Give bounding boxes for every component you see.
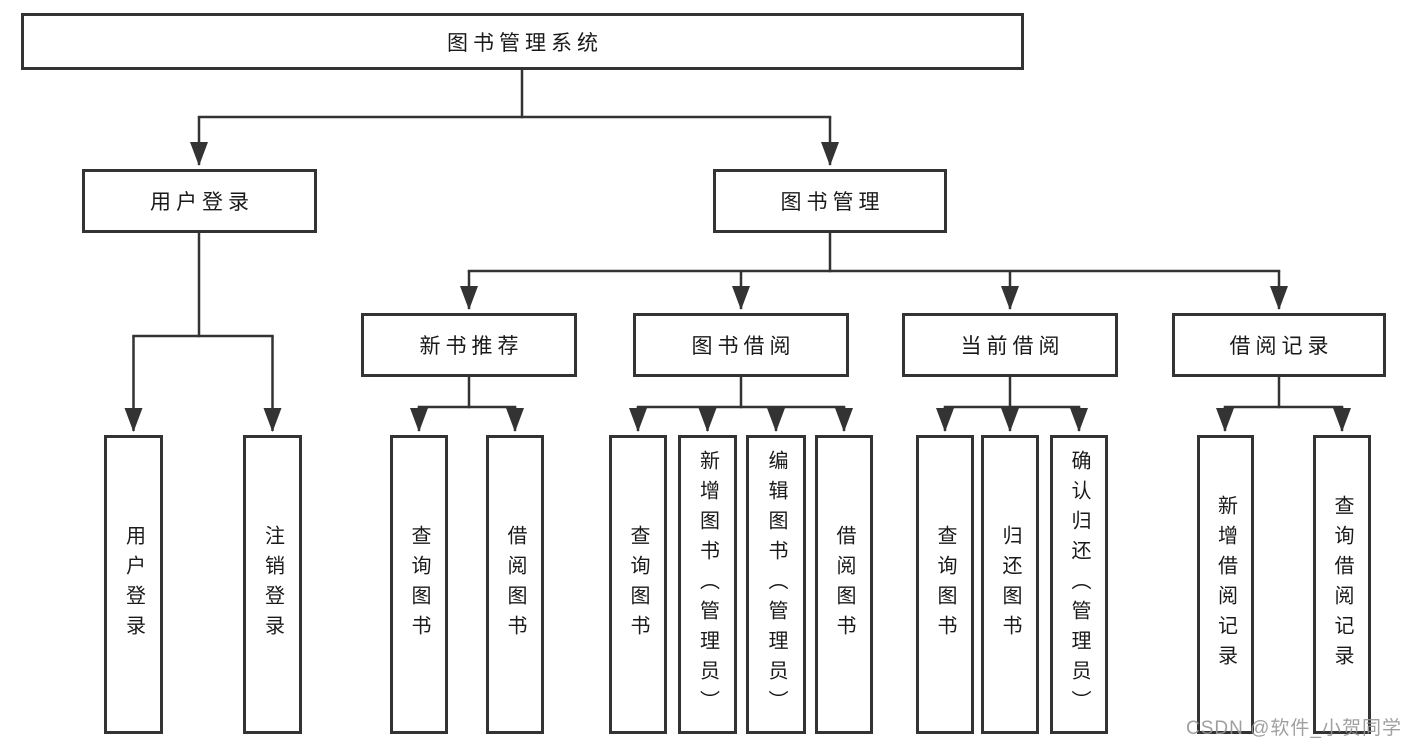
leaf-add-borrow-record: 新增借阅记录 — [1197, 435, 1254, 734]
leaf-user-login: 用户登录 — [104, 435, 163, 734]
leaf-confirm-return-admin: 确认归还（管理员） — [1050, 435, 1108, 734]
leaf-query-books-3: 查询图书 — [916, 435, 974, 734]
node-current-borrowing: 当前借阅 — [902, 313, 1118, 377]
leaf-return-books: 归还图书 — [981, 435, 1039, 734]
leaf-edit-book-admin: 编辑图书（管理员） — [746, 435, 806, 734]
node-library-management-system: 图书管理系统 — [21, 13, 1024, 70]
leaf-query-borrow-record: 查询借阅记录 — [1313, 435, 1371, 734]
leaf-query-books-2: 查询图书 — [609, 435, 667, 734]
leaf-logout: 注销登录 — [243, 435, 302, 734]
node-book-borrowing: 图书借阅 — [633, 313, 849, 377]
node-user-login: 用户登录 — [82, 169, 317, 233]
node-book-management: 图书管理 — [713, 169, 947, 233]
leaf-borrow-books-2: 借阅图书 — [815, 435, 873, 734]
csdn-watermark: CSDN @软件_小贺同学 — [1186, 718, 1402, 739]
leaf-add-book-admin: 新增图书（管理员） — [678, 435, 737, 734]
node-borrowing-records: 借阅记录 — [1172, 313, 1386, 377]
leaf-query-books-1: 查询图书 — [390, 435, 448, 734]
node-new-book-recommend: 新书推荐 — [361, 313, 577, 377]
leaf-borrow-books-1: 借阅图书 — [486, 435, 544, 734]
